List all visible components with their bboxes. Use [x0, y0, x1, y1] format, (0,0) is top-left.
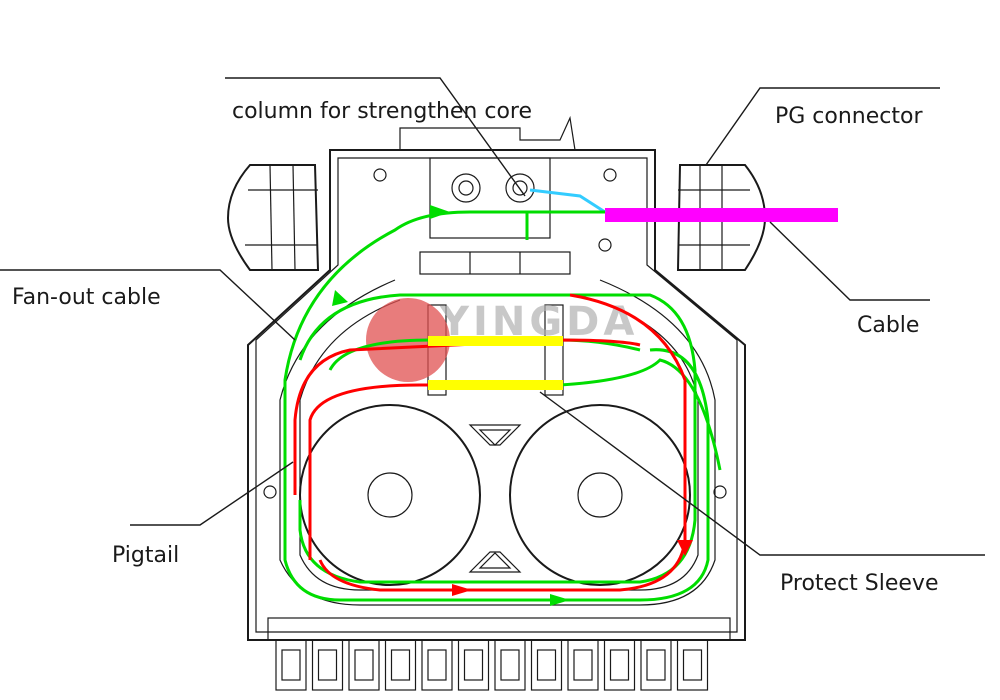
- adapter-port-slot: [463, 649, 484, 681]
- adapter-port-slot: [281, 649, 301, 681]
- adapter-port: [348, 639, 380, 691]
- arrow-green-left: [332, 290, 348, 306]
- leader-lines: [0, 77, 985, 556]
- adapter-port-slot: [427, 649, 447, 681]
- adapter-port-slot: [682, 649, 703, 681]
- arrow-red-right: [677, 540, 693, 556]
- adapter-port-slot: [646, 649, 666, 681]
- strength-core-line: [529, 188, 606, 214]
- adapter-port: [603, 639, 636, 691]
- arrow-red-bottom: [452, 584, 472, 596]
- adapter-port-slot: [536, 649, 557, 681]
- label-cable: Cable: [857, 313, 919, 338]
- adapter-port: [457, 639, 490, 691]
- label-pigtail: Pigtail: [112, 543, 179, 568]
- label-column: column for strengthen core: [232, 99, 532, 124]
- adapter-port: [530, 639, 563, 691]
- adapter-port: [384, 639, 417, 691]
- adapter-port-slot: [609, 649, 630, 681]
- arrow-green-bottom: [550, 594, 570, 606]
- adapter-port-slot: [573, 649, 593, 681]
- arrow-green-top: [430, 205, 450, 219]
- strength-core-columns: [429, 157, 551, 239]
- red-pigtail: [293, 293, 687, 592]
- protect-sleeve-lower: [428, 380, 563, 390]
- adapter-port: [676, 639, 709, 691]
- storage-spools: [299, 404, 691, 586]
- direction-arrows: [332, 205, 693, 606]
- adapter-ports: [267, 617, 731, 691]
- adapter-port-slot: [500, 649, 520, 681]
- adapter-port: [494, 639, 526, 691]
- adapter-port-slot: [354, 649, 374, 681]
- protect-sleeve-upper: [428, 336, 563, 346]
- adapter-port: [567, 639, 599, 691]
- adapter-port: [640, 639, 672, 691]
- adapter-port: [421, 639, 453, 691]
- label-fan-out: Fan-out cable: [12, 285, 161, 310]
- adapter-port: [275, 639, 307, 691]
- label-pg-connector: PG connector: [775, 104, 923, 129]
- adapter-port-slot: [390, 649, 411, 681]
- adapter-port: [311, 639, 344, 691]
- adapter-port-slot: [317, 649, 338, 681]
- left-pg-gland: [226, 164, 320, 271]
- label-protect-sleeve: Protect Sleeve: [780, 571, 938, 596]
- box-body: [247, 115, 746, 641]
